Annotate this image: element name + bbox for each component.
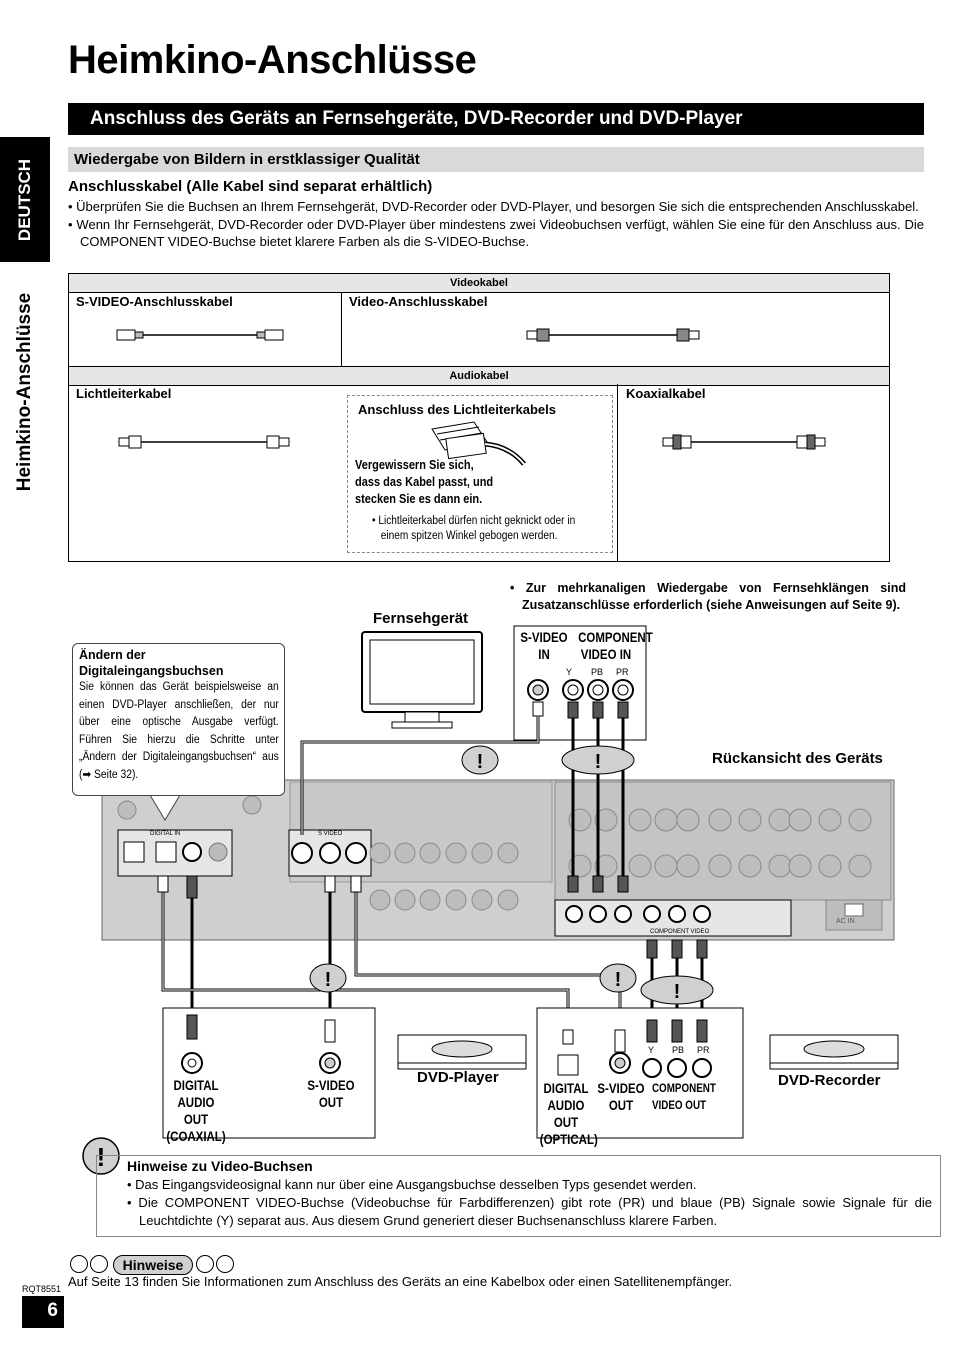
hint-item: • Die COMPONENT VIDEO-Buchse (Videobuchs… — [127, 1195, 932, 1228]
rec-pr-label: PR — [697, 1045, 710, 1055]
hint-item: • Das Eingangsvideosignal kann nur über … — [127, 1177, 697, 1192]
hints-title: Hinweise zu Video-Buchsen — [127, 1158, 313, 1174]
cable-illustrations — [116, 328, 826, 466]
video-cable-icon — [526, 328, 700, 342]
video-cable-header: Videokabel — [69, 274, 889, 293]
panel-digital-in-label: DIGITAL IN — [150, 831, 181, 837]
svg-text:!: ! — [97, 1142, 106, 1172]
callout-title: Ändern der Digitaleingangsbuchsen — [79, 648, 224, 678]
tv-svideo-label: S-VIDEO IN — [520, 629, 568, 662]
page-title: Heimkino-Anschlüsse — [68, 38, 477, 82]
svideo-cable-label: S-VIDEO-Anschlusskabel — [76, 294, 233, 309]
tv-y-label: Y — [566, 667, 573, 677]
panel-ac-in-label: AC IN — [836, 918, 855, 925]
recorder-digital-label: DIGITAL AUDIO OUT (OPTICAL) — [539, 1080, 598, 1147]
note-dot — [90, 1255, 108, 1273]
digital-input-callout: Ändern der Digitaleingangsbuchsen Sie kö… — [72, 643, 285, 796]
warning-icon: ! — [82, 1137, 120, 1175]
svg-text:!: ! — [595, 751, 602, 773]
section-title: Anschluss des Geräts an Fernsehgeräte, D… — [68, 103, 924, 135]
note-dot — [196, 1255, 214, 1273]
svg-text:!: ! — [674, 981, 681, 1003]
footer-note: Auf Seite 13 finden Sie Informationen zu… — [68, 1274, 733, 1289]
dvd-player-label: DVD-Player — [417, 1069, 499, 1086]
hints-body: • Das Eingangsvideosignal kann nur über … — [127, 1176, 932, 1230]
rec-pb-label: PB — [672, 1045, 685, 1055]
optical-connection-note: Vergewissern Sie sich, dass das Kabel pa… — [355, 458, 494, 506]
multichannel-note-text: • Zur mehrkanaligen Wiedergabe von Ferns… — [510, 581, 906, 612]
svideo-cable-icon — [116, 329, 284, 341]
recorder-component-label: COMPONENT VIDEO OUT — [651, 1081, 716, 1112]
rec-y-label: Y — [648, 1045, 655, 1055]
optical-connection-title: Anschluss des Lichtleiterkabels — [358, 402, 556, 417]
player-jacks — [181, 1014, 341, 1074]
note-dot — [70, 1255, 88, 1273]
sub-title: Wiedergabe von Bildern in erstklassiger … — [68, 147, 924, 172]
tv-jacks — [527, 679, 634, 719]
hinweise-label: Hinweise — [113, 1255, 193, 1275]
svg-text:!: ! — [325, 969, 332, 991]
dvd-recorder-label: DVD-Recorder — [778, 1072, 881, 1089]
warning-ellipses: ! ! ! ! ! — [309, 745, 714, 1005]
optical-connection-bullet: • Lichtleiterkabel dürfen nicht geknickt… — [372, 515, 576, 542]
page-number: 6 — [22, 1296, 64, 1328]
dvd-player-icon — [397, 1034, 527, 1070]
svg-text:!: ! — [477, 751, 484, 773]
cables-heading: Anschlusskabel (Alle Kabel sind separat … — [68, 178, 433, 195]
optical-cable-icon — [118, 435, 290, 449]
video-cable-label: Video-Anschlusskabel — [349, 294, 488, 309]
optical-connector-icon — [431, 421, 526, 466]
language-tab: DEUTSCH — [0, 137, 50, 262]
video-jack-hints: Hinweise zu Video-Buchsen • Das Eingangs… — [96, 1155, 941, 1237]
tv-pb-label: PB — [591, 667, 604, 677]
note-dot — [216, 1255, 234, 1273]
rear-view-label: Rückansicht des Geräts — [712, 750, 883, 767]
cable-table: Videokabel S-VIDEO-Anschlusskabel Video-… — [68, 273, 890, 562]
tv-pr-label: PR — [616, 667, 629, 677]
cables-bullet: • Wenn Ihr Fernsehgerät, DVD-Recorder od… — [68, 216, 924, 250]
tv-label: Fernsehgerät — [373, 610, 469, 627]
svg-text:!: ! — [615, 969, 622, 991]
player-plugs — [157, 875, 708, 959]
coax-cable-label: Koaxialkabel — [626, 386, 706, 401]
player-svideo-label: S-VIDEO OUT — [307, 1077, 355, 1110]
callout-body: Sie können das Gerät beispielsweise an e… — [79, 681, 279, 781]
tv-plugs — [567, 875, 629, 893]
tv-icon — [361, 631, 483, 729]
coax-cable-icon — [662, 434, 826, 450]
recorder-jacks — [557, 1019, 712, 1078]
optical-cable-label: Lichtleiterkabel — [76, 386, 172, 401]
audio-cable-header: Audiokabel — [69, 366, 889, 386]
model-number: RQT8551 — [22, 1284, 62, 1294]
cables-bullet: • Überprüfen Sie die Buchsen an Ihrem Fe… — [68, 199, 919, 214]
recorder-svideo-label: S-VIDEO OUT — [597, 1080, 645, 1113]
player-digital-label: DIGITAL AUDIO OUT (COAXIAL) — [166, 1077, 226, 1144]
cables-bullets: • Überprüfen Sie die Buchsen an Ihrem Fe… — [68, 198, 924, 251]
dvd-recorder-icon — [769, 1034, 899, 1070]
panel-component-label: COMPONENT VIDEO — [650, 929, 710, 935]
tv-component-label: COMPONENT VIDEO IN — [578, 629, 653, 662]
player-jack-panel — [162, 1007, 376, 1139]
multichannel-note: • Zur mehrkanaligen Wiedergabe von Ferns… — [510, 580, 906, 614]
panel-svideo-label: S VIDEO — [318, 831, 343, 837]
optical-connection-box: Anschluss des Lichtleiterkabels Vergewis… — [347, 395, 613, 553]
receiver-rear-panel — [101, 779, 895, 941]
